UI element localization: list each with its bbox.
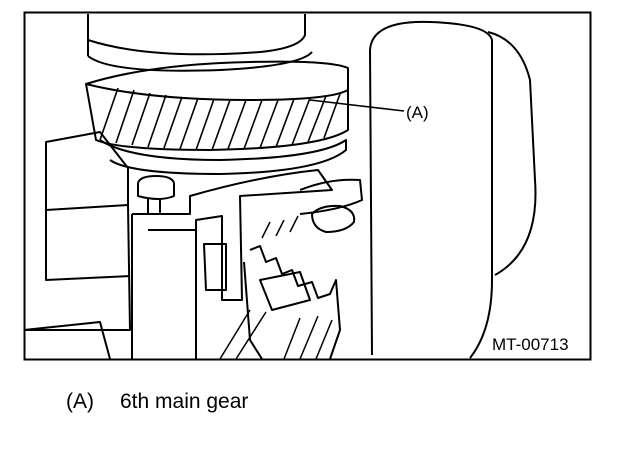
figure-code: MT-00713 — [492, 335, 569, 354]
mechanical-drawing — [23, 14, 537, 360]
callout-label: (A) — [406, 103, 429, 122]
callout-leader — [309, 99, 405, 112]
legend: (A) 6th main gear — [66, 390, 248, 414]
legend-text: 6th main gear — [120, 390, 249, 413]
legend-key: (A) — [66, 390, 94, 413]
